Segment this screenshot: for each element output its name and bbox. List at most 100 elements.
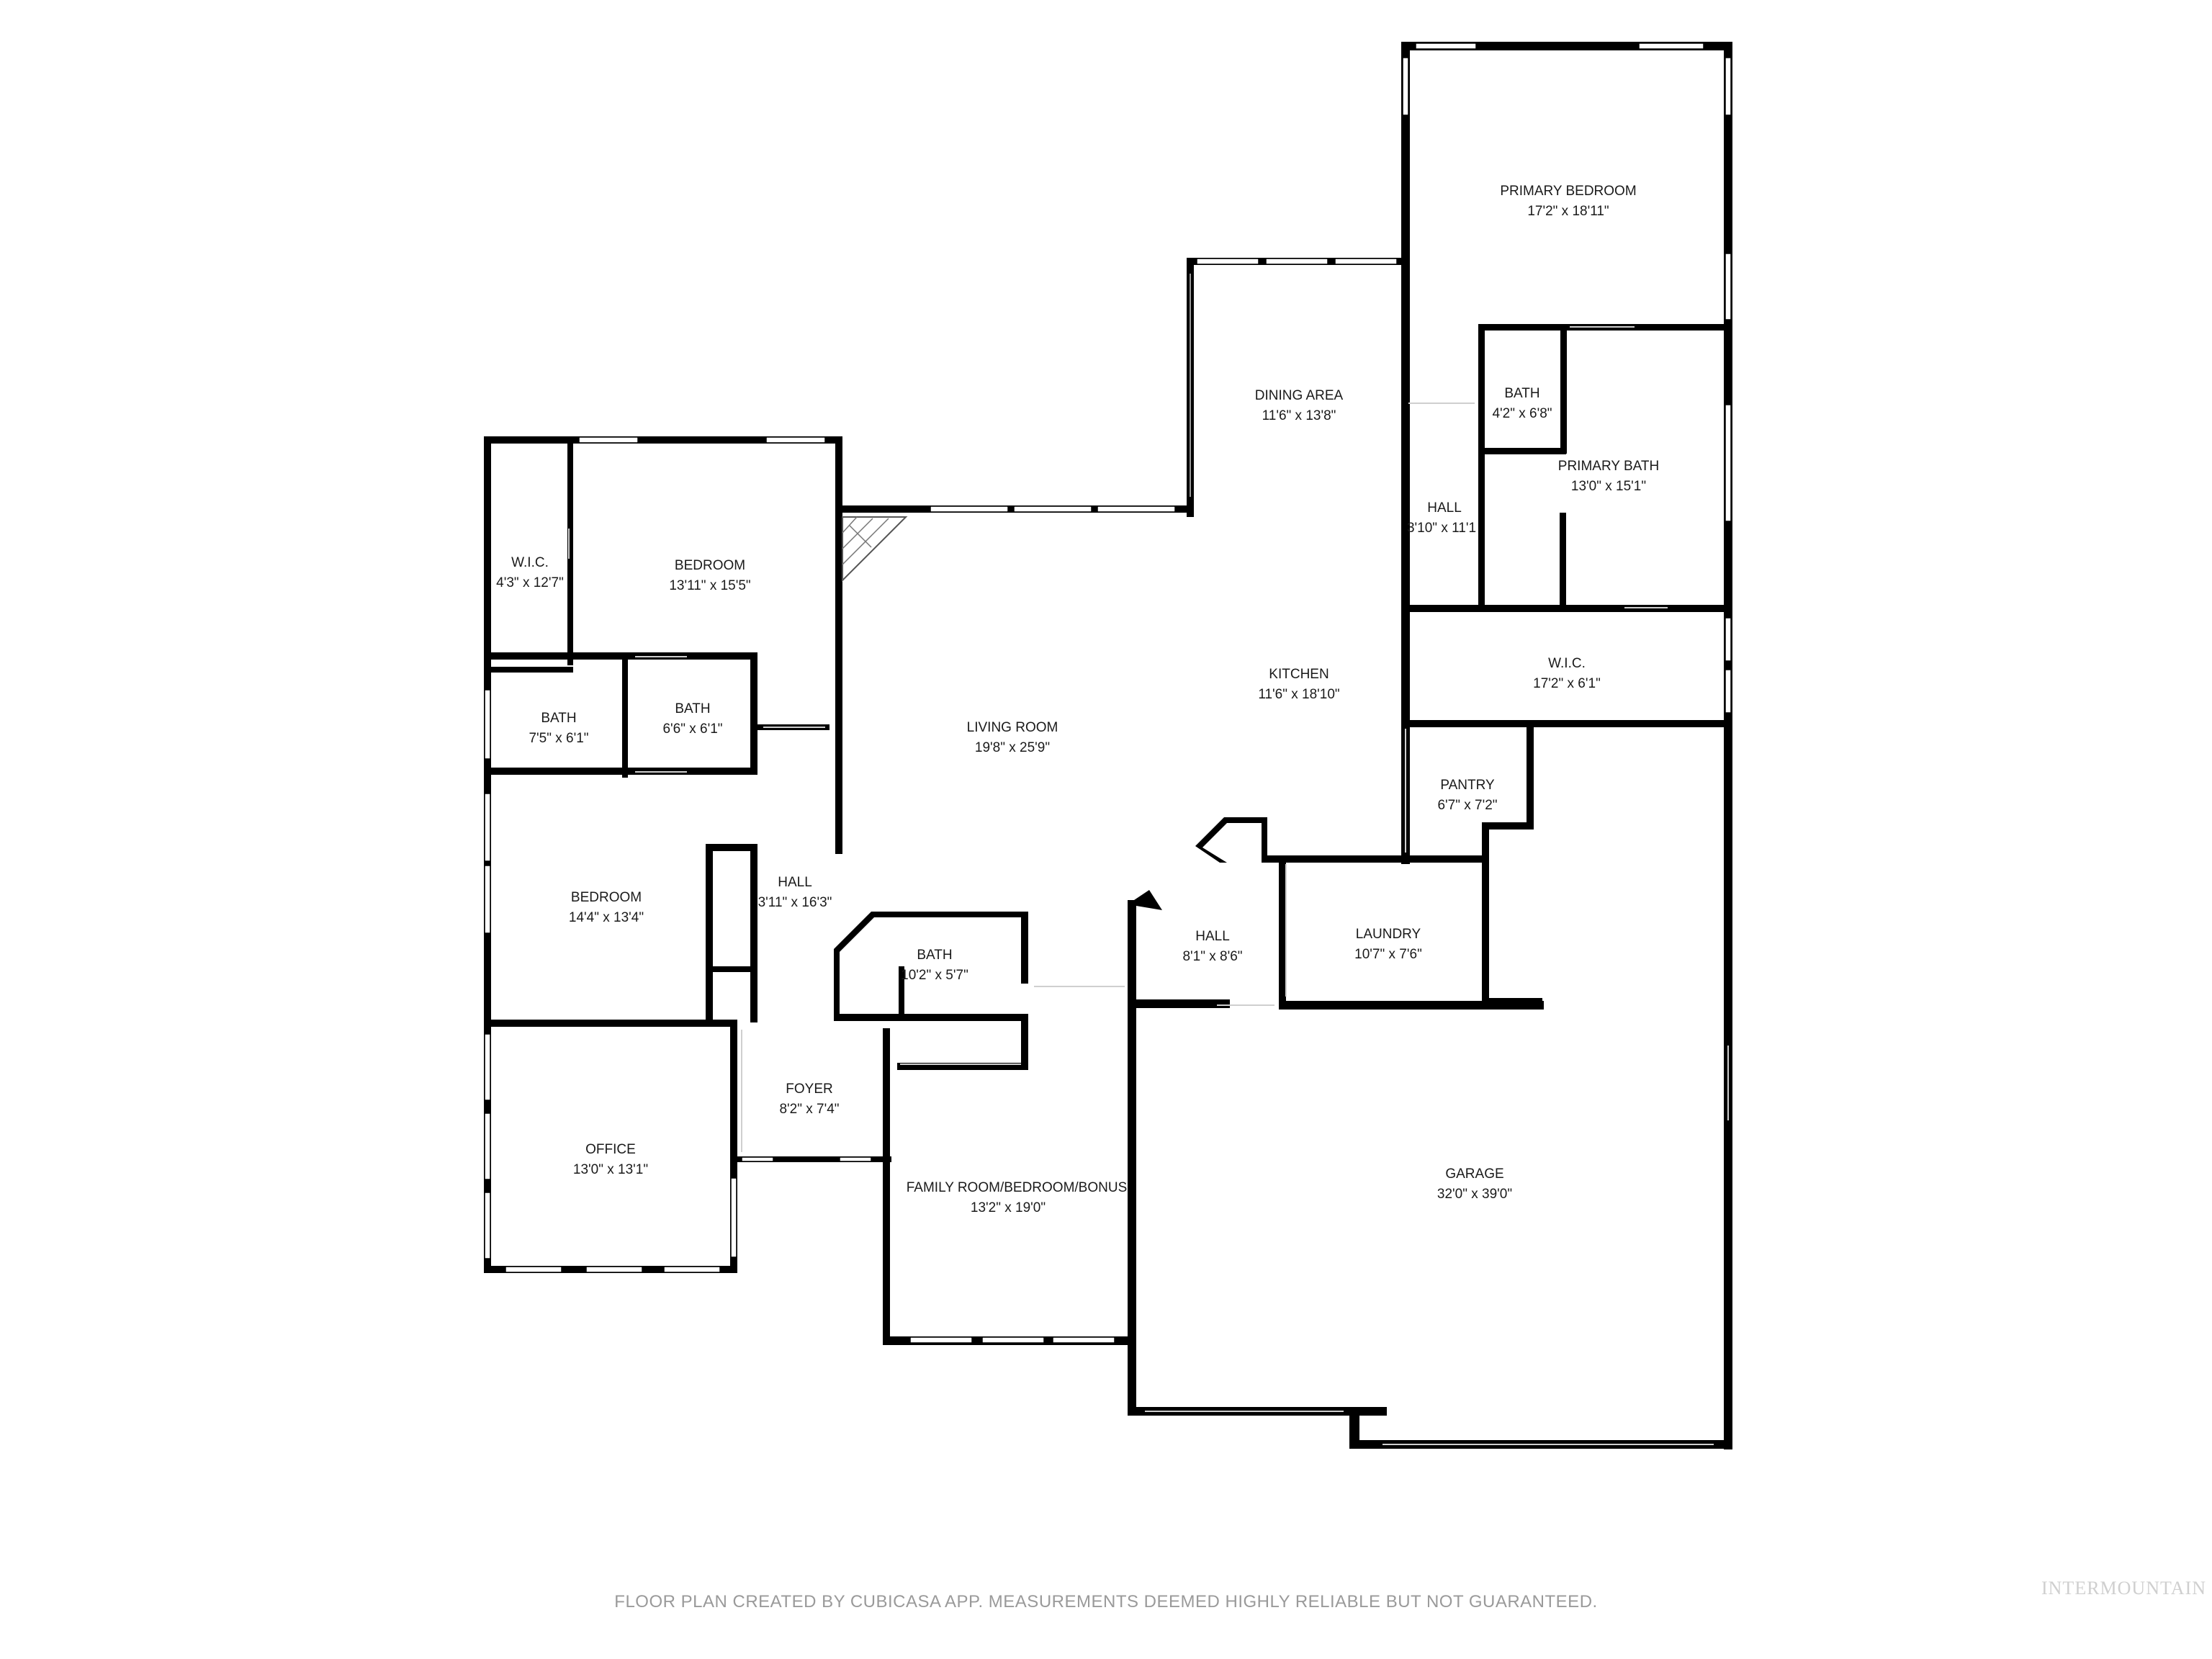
room-dimensions: 4'2" x 6'8" [1492, 406, 1552, 421]
wall [730, 1156, 891, 1162]
window [1402, 57, 1409, 116]
wall [484, 436, 842, 444]
wall [1279, 855, 1286, 1008]
window [585, 1266, 643, 1273]
wall [1482, 822, 1489, 1002]
wall [1021, 912, 1028, 984]
wall [750, 844, 757, 1022]
wall [706, 966, 757, 972]
wall [1401, 42, 1410, 611]
window [1725, 57, 1732, 116]
room-name: LIVING ROOM [967, 720, 1058, 735]
fireplace [842, 516, 908, 583]
window [839, 1156, 872, 1162]
room-dimensions: 17'2" x 18'11" [1527, 204, 1609, 219]
window [484, 865, 491, 934]
room-name: HALL [778, 875, 812, 890]
window [981, 1336, 1045, 1344]
wall [1401, 720, 1534, 727]
wall [1560, 324, 1567, 454]
room-name: PANTRY [1440, 778, 1495, 793]
wall [1527, 720, 1534, 830]
window [1334, 258, 1398, 265]
window [578, 436, 639, 444]
room-name: BATH [675, 701, 710, 716]
wall [899, 966, 904, 1018]
watermark-logo: INTERMOUNTAIN [2041, 1578, 2206, 1599]
wall [1021, 1014, 1028, 1070]
window [1265, 258, 1328, 265]
window [505, 1266, 562, 1273]
wall [1136, 999, 1230, 1008]
window [930, 505, 1009, 513]
kitchen-island [1195, 817, 1267, 863]
wall [1478, 448, 1566, 454]
room-name: BEDROOM [571, 890, 642, 905]
wall [1279, 1001, 1544, 1010]
wall [484, 667, 573, 673]
room-dimensions: 7'5" x 6'1" [529, 731, 588, 746]
wall [1263, 855, 1489, 863]
wall [707, 844, 750, 851]
wall [1478, 324, 1566, 331]
room-name: DINING AREA [1255, 388, 1344, 403]
wall [1482, 998, 1542, 1010]
room-labels: PRIMARY BEDROOM 17'2" x 18'11" DINING AR… [496, 184, 1659, 1215]
wall [484, 1020, 733, 1027]
window [1725, 669, 1732, 714]
wall [1483, 822, 1534, 830]
windows [484, 42, 1732, 1344]
room-dimensions: 3'11" x 16'3" [758, 895, 832, 910]
room-dimensions: 10'7" x 7'6" [1354, 947, 1422, 962]
room-dimensions: 14'4" x 13'4" [569, 910, 644, 925]
room-name: W.I.C. [1548, 656, 1586, 671]
window [741, 1156, 774, 1162]
room-name: LAUNDRY [1356, 927, 1421, 942]
window [1097, 505, 1176, 513]
room-dimensions: 11'6" x 18'10" [1258, 687, 1339, 702]
wall [622, 655, 628, 778]
room-name: FOYER [786, 1082, 832, 1097]
wall [834, 912, 1027, 1015]
room-dimensions: 32'0" x 39'0" [1437, 1187, 1512, 1202]
room-dimensions: 13'0" x 15'1" [1571, 479, 1646, 494]
wall [1401, 605, 1732, 612]
room-name: GARAGE [1445, 1166, 1503, 1182]
room-dimensions: 8'1" x 8'6" [1182, 949, 1242, 964]
window [909, 1336, 973, 1344]
wall [1401, 720, 1732, 727]
room-name: PRIMARY BATH [1558, 459, 1659, 474]
window [484, 1192, 491, 1259]
doors [568, 326, 1729, 1445]
window [1638, 42, 1704, 50]
window [484, 1033, 491, 1101]
room-name: FAMILY ROOM/BEDROOM/BONUS [907, 1180, 1128, 1195]
room-name: BATH [1504, 386, 1539, 401]
wall [1349, 1407, 1359, 1447]
room-dimensions: 13'11" x 15'5" [669, 578, 750, 593]
wall [706, 844, 713, 1022]
window [663, 1266, 721, 1273]
wall [484, 768, 757, 775]
window [1725, 253, 1732, 320]
window [1196, 258, 1259, 265]
room-dimensions: 6'6" x 6'1" [662, 721, 722, 737]
wall [1478, 324, 1485, 605]
window [1013, 505, 1092, 513]
wall [567, 441, 573, 665]
window [1725, 404, 1732, 522]
room-dimensions: 11'6" x 13'8" [1262, 408, 1336, 423]
room-name: PRIMARY BEDROOM [1500, 184, 1636, 199]
room-name: BEDROOM [675, 558, 745, 573]
room-dimensions: 17'2" x 6'1" [1533, 676, 1601, 691]
window [484, 793, 491, 862]
wall [484, 652, 757, 660]
room-dimensions: 13'0" x 13'1" [573, 1162, 648, 1177]
window [765, 436, 826, 444]
room-dimensions: 4'3" x 12'7" [496, 575, 564, 590]
wall [750, 652, 757, 773]
room-dimensions: 10'2" x 5'7" [901, 968, 968, 983]
room-name: W.I.C. [511, 555, 549, 570]
